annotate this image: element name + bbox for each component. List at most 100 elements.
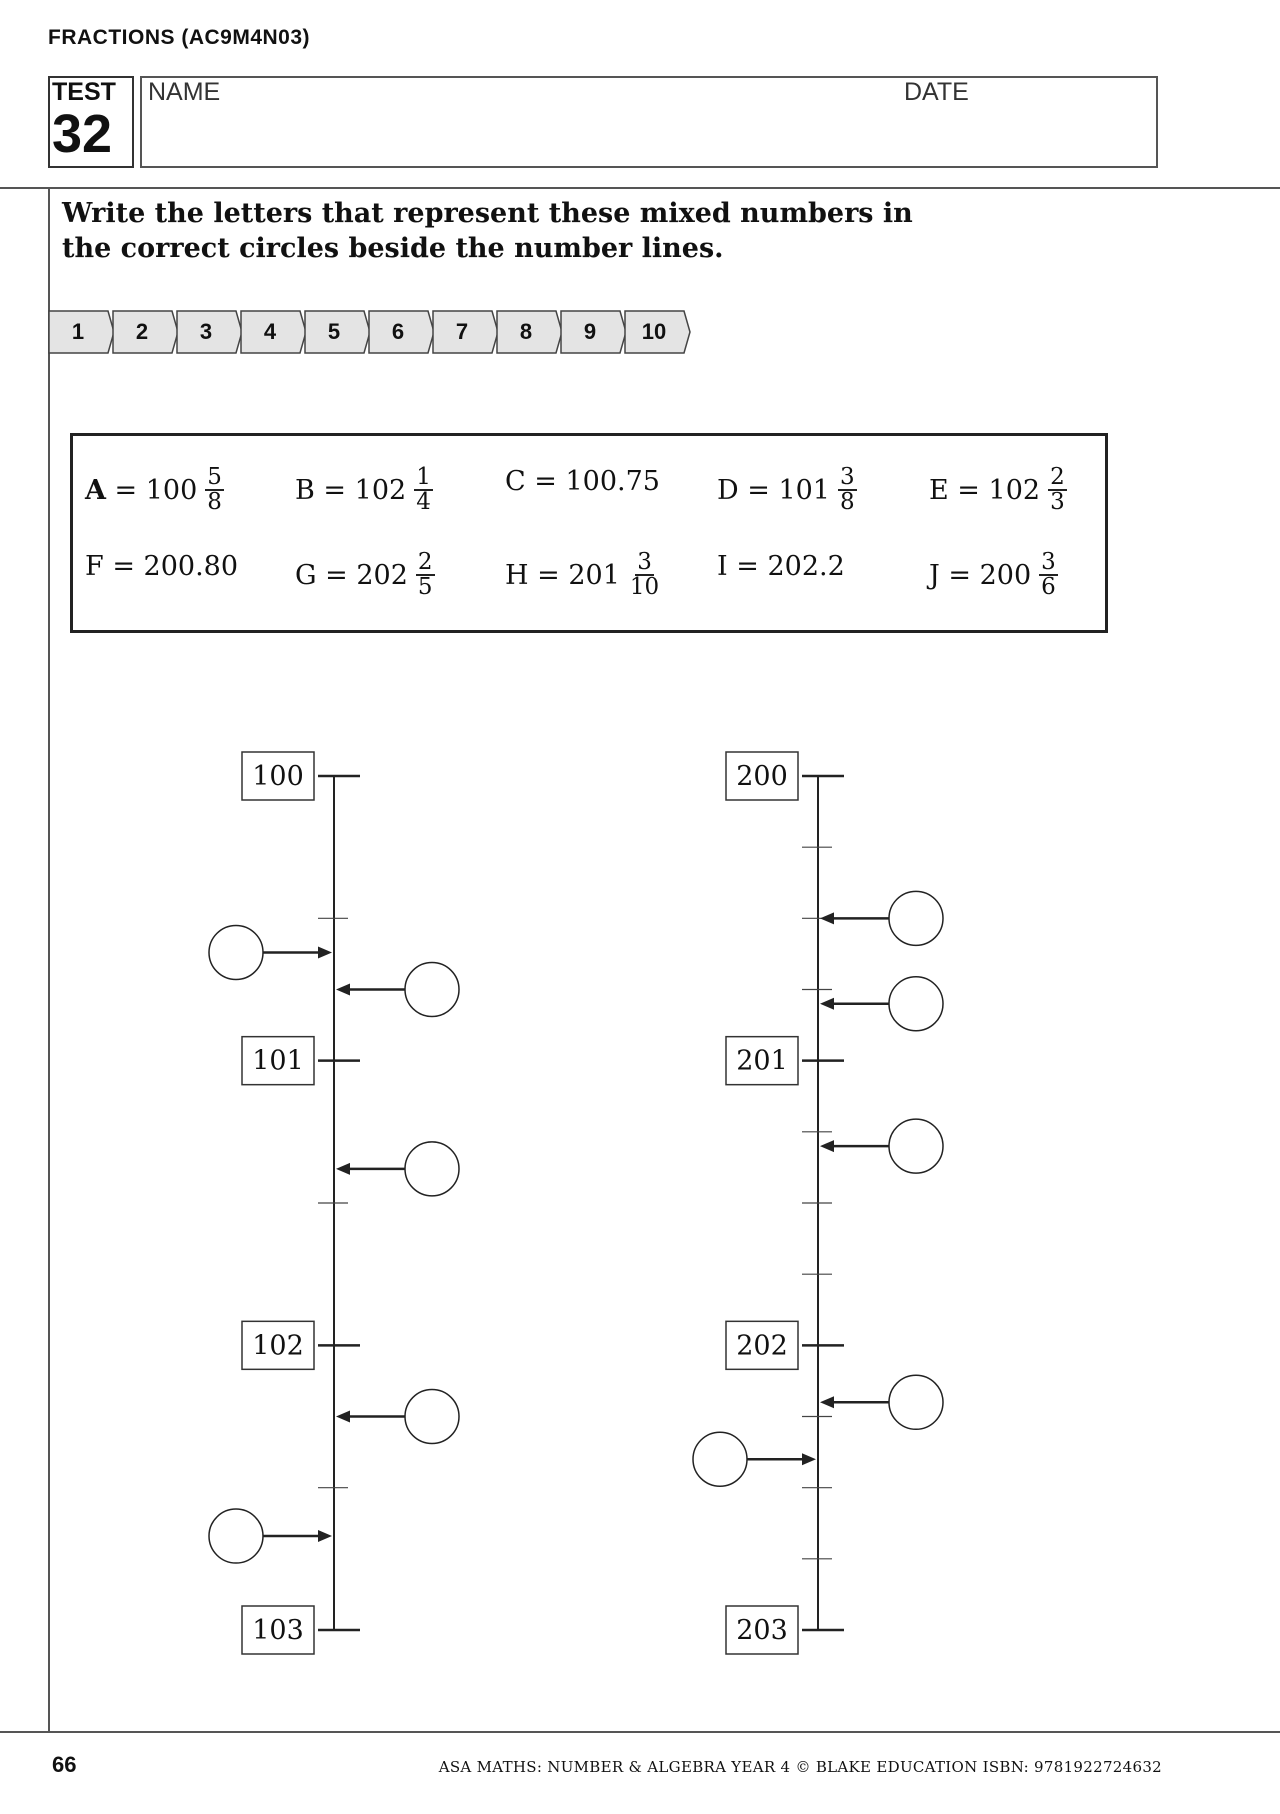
equation-letter: J: [929, 559, 940, 591]
right-line-answer-circle: [888, 975, 944, 1032]
question-tab-label: 7: [455, 319, 469, 344]
equation-whole: 200: [979, 559, 1032, 591]
right-line-arrow-head: [820, 1140, 834, 1153]
fraction-denominator: 4: [416, 489, 431, 515]
fraction-denominator: 10: [629, 574, 660, 600]
page-header-title: FRACTIONS (AC9M4N03): [48, 26, 311, 49]
right-line-arrow-head: [820, 997, 834, 1010]
right-line-major-label: 201: [736, 1046, 788, 1077]
left-line-major-label: 102: [252, 1330, 304, 1361]
question-tab-6[interactable]: 6: [368, 310, 435, 354]
left-line-answer-circle: [404, 1388, 460, 1445]
fraction-denominator: 3: [1050, 489, 1065, 515]
fraction-numerator: 3: [1039, 549, 1058, 576]
equation-whole: 201: [568, 559, 620, 591]
name-date-field-box[interactable]: [140, 76, 1158, 168]
footer-copyright: ASA MATHS: NUMBER & ALGEBRA YEAR 4 © BLA…: [438, 1758, 1162, 1776]
right-line-arrow-head: [820, 912, 834, 925]
question-tab-label: 6: [391, 319, 405, 344]
fraction-denominator: 8: [207, 489, 222, 515]
equals-sign: =: [103, 551, 144, 582]
test-number: 32: [52, 104, 113, 164]
right-line-major-label: 200: [736, 761, 788, 792]
question-tab-5[interactable]: 5: [304, 310, 371, 354]
instructions-text: Write the letters that represent these m…: [62, 198, 913, 264]
question-tab-3[interactable]: 3: [176, 310, 243, 354]
question-tab-9[interactable]: 9: [560, 310, 627, 354]
equation-letter: H: [505, 559, 529, 591]
right-line-major-label: 202: [736, 1330, 788, 1361]
right-line-label-box: [725, 1605, 799, 1655]
question-tab-label: 5: [327, 319, 341, 344]
fraction-numerator: 5: [205, 464, 224, 491]
equals-sign: =: [939, 559, 980, 591]
left-line-arrow-head: [336, 1162, 350, 1175]
left-line-major-label: 101: [252, 1046, 304, 1077]
question-tab-4[interactable]: 4: [240, 310, 307, 354]
equation-whole: 100: [145, 474, 198, 506]
fraction-numerator: 3: [635, 549, 654, 576]
equation-letter: G: [295, 559, 317, 591]
equals-sign: =: [738, 474, 779, 506]
fraction-denominator: 8: [840, 489, 855, 515]
left-line-answer-circle: [404, 961, 460, 1018]
right-line-arrow-head: [802, 1453, 816, 1466]
left-line-arrow-head: [336, 983, 350, 996]
fraction-numerator: 1: [414, 464, 433, 491]
date-label: DATE: [904, 78, 969, 106]
equals-sign: =: [314, 474, 355, 506]
equation-f: F = 200.80: [85, 551, 238, 582]
question-tab-label: 2: [135, 319, 149, 344]
right-line-arrow-head: [820, 1396, 834, 1409]
question-tab-label: 8: [519, 319, 533, 344]
fraction-numerator: 2: [415, 549, 435, 576]
question-tab-10[interactable]: 10: [624, 310, 691, 354]
question-tab-8[interactable]: 8: [496, 310, 563, 354]
name-label: NAME: [148, 78, 221, 106]
question-tab-2[interactable]: 2: [112, 310, 179, 354]
right-line-label-box: [725, 751, 799, 801]
left-line-answer-circle: [208, 1508, 264, 1564]
test-label: TEST: [52, 78, 116, 106]
right-line-answer-circle: [888, 1118, 944, 1174]
left-line-arrow-head: [336, 1410, 350, 1423]
equation-letter: A: [85, 474, 106, 506]
left-line-label-box: [241, 1605, 315, 1655]
question-tab-label: 1: [71, 319, 85, 344]
equation-whole: 102: [988, 474, 1041, 506]
right-line-major-label: 203: [736, 1615, 788, 1646]
equation-value: 202.2: [767, 551, 845, 582]
footer-divider: [0, 1731, 1280, 1733]
left-line-label-box: [241, 751, 315, 801]
header-divider: [0, 187, 1280, 189]
page-number: 66: [52, 1752, 77, 1777]
question-tab-7[interactable]: 7: [432, 310, 499, 354]
equals-sign: =: [316, 559, 357, 591]
question-tab-1[interactable]: 1: [48, 310, 115, 354]
equals-sign: =: [105, 474, 146, 506]
question-tab-label: 3: [199, 319, 213, 344]
fraction-denominator: 5: [417, 574, 433, 600]
right-line-label-box: [725, 1035, 799, 1086]
left-line-answer-circle: [404, 1141, 460, 1197]
question-tab-label: 10: [641, 319, 667, 344]
equation-whole: 101: [778, 474, 830, 506]
equation-c: C = 100.75: [505, 466, 660, 497]
equation-letter: E: [929, 474, 949, 506]
fraction-denominator: 6: [1041, 574, 1056, 600]
left-margin-rule: [48, 187, 50, 1732]
equals-sign: =: [525, 466, 566, 497]
equation-whole: 102: [354, 474, 407, 506]
